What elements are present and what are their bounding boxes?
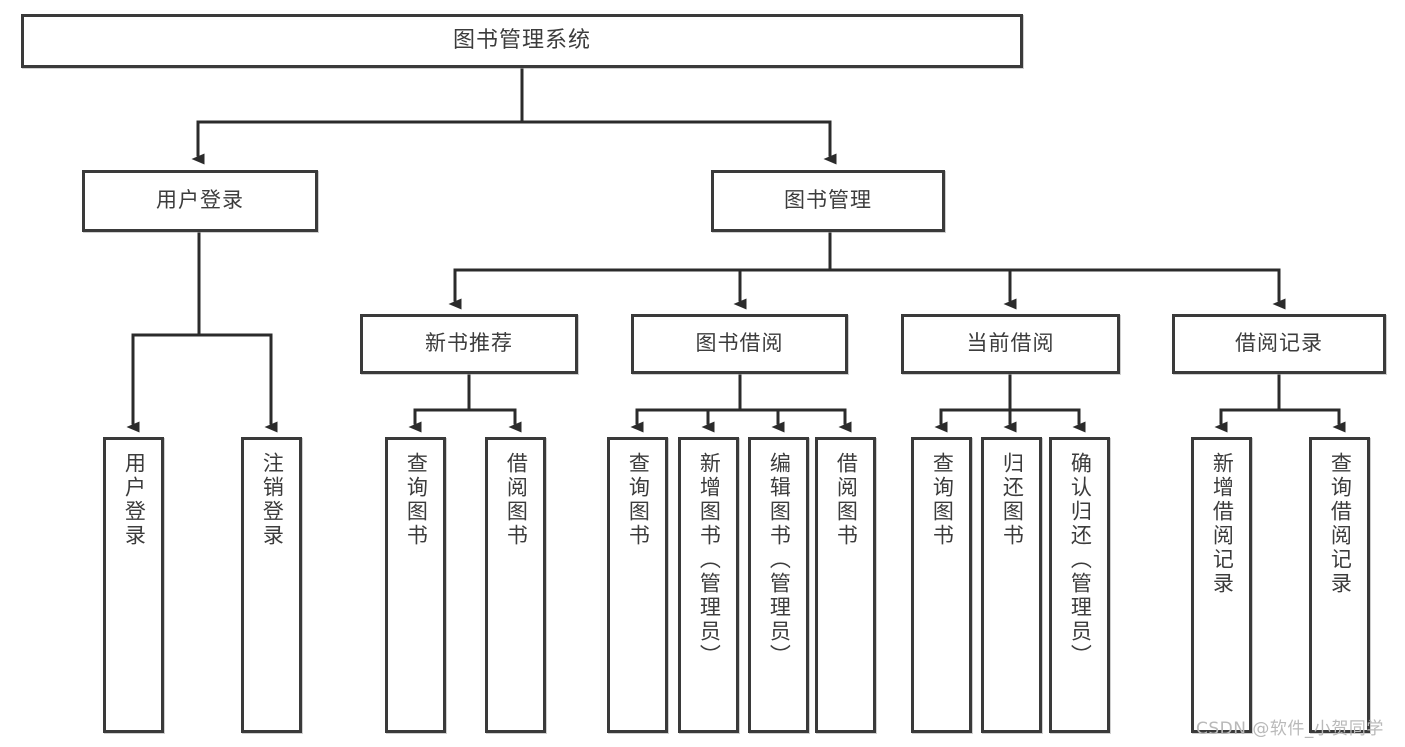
leaf-borrow-book-label: 借阅图书 <box>834 452 859 548</box>
leaf-add-borrow-record[interactable]: 新增借阅记录 <box>1191 437 1252 733</box>
node-book-manage[interactable]: 图书管理 <box>711 170 945 232</box>
node-root[interactable]: 图书管理系统 <box>21 14 1023 68</box>
node-current-borrow[interactable]: 当前借阅 <box>901 314 1120 374</box>
leaf-query-borrow-record[interactable]: 查询借阅记录 <box>1309 437 1370 733</box>
node-book-borrow-label: 图书借阅 <box>695 331 784 356</box>
leaf-borrow-book[interactable]: 借阅图书 <box>815 437 876 733</box>
leaf-user-login-label: 用户登录 <box>122 452 147 548</box>
leaf-rec-borrow-book[interactable]: 借阅图书 <box>485 437 546 733</box>
node-book-manage-label: 图书管理 <box>784 188 872 213</box>
leaf-edit-book-admin[interactable]: 编辑图书（管理员） <box>748 437 809 733</box>
leaf-add-book-admin-label: 新增图书（管理员） <box>697 452 722 668</box>
leaf-rec-query-book[interactable]: 查询图书 <box>385 437 446 733</box>
leaf-rec-query-book-label: 查询图书 <box>404 452 429 548</box>
leaf-confirm-return-admin[interactable]: 确认归还（管理员） <box>1049 437 1110 733</box>
leaf-rec-borrow-book-label: 借阅图书 <box>504 452 529 548</box>
leaf-query-borrow-record-label: 查询借阅记录 <box>1328 452 1353 596</box>
leaf-borrow-query-book[interactable]: 查询图书 <box>607 437 668 733</box>
leaf-return-book[interactable]: 归还图书 <box>981 437 1042 733</box>
leaf-current-query-book[interactable]: 查询图书 <box>911 437 972 733</box>
leaf-add-borrow-record-label: 新增借阅记录 <box>1210 452 1235 596</box>
node-root-label: 图书管理系统 <box>452 27 591 53</box>
leaf-return-book-label: 归还图书 <box>1000 452 1025 548</box>
leaf-logout-label: 注销登录 <box>260 452 285 548</box>
node-user-login-label: 用户登录 <box>156 188 244 213</box>
node-new-book-recommend[interactable]: 新书推荐 <box>360 314 578 374</box>
node-current-borrow-label: 当前借阅 <box>966 331 1055 356</box>
leaf-user-login[interactable]: 用户登录 <box>103 437 164 733</box>
leaf-current-query-book-label: 查询图书 <box>930 452 955 548</box>
node-user-login[interactable]: 用户登录 <box>82 170 318 232</box>
leaf-edit-book-admin-label: 编辑图书（管理员） <box>767 452 792 668</box>
leaf-logout[interactable]: 注销登录 <box>241 437 302 733</box>
node-borrow-record[interactable]: 借阅记录 <box>1172 314 1386 374</box>
leaf-borrow-query-book-label: 查询图书 <box>626 452 651 548</box>
node-book-borrow[interactable]: 图书借阅 <box>631 314 848 374</box>
node-new-book-recommend-label: 新书推荐 <box>425 331 513 356</box>
leaf-add-book-admin[interactable]: 新增图书（管理员） <box>678 437 739 733</box>
leaf-confirm-return-admin-label: 确认归还（管理员） <box>1068 452 1093 668</box>
node-borrow-record-label: 借阅记录 <box>1235 331 1323 356</box>
